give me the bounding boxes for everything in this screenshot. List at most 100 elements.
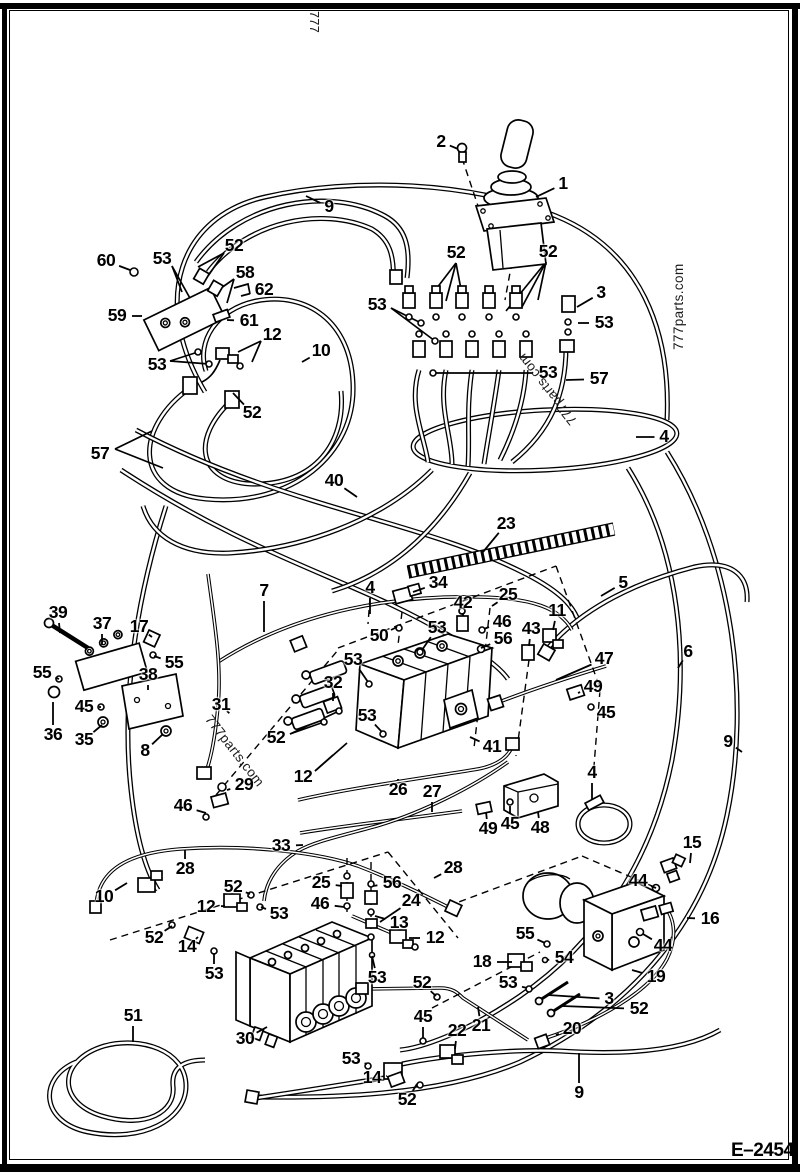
callout-50: 50 bbox=[369, 624, 389, 645]
dashed-construction-lines bbox=[109, 157, 653, 1009]
callout-53: 53 bbox=[367, 293, 387, 314]
callout-45: 45 bbox=[596, 701, 616, 722]
callout-53: 53 bbox=[341, 1047, 361, 1068]
callout-40: 40 bbox=[324, 469, 344, 490]
callout-22: 22 bbox=[447, 1019, 467, 1040]
callout-59: 59 bbox=[107, 304, 127, 325]
callout-53: 53 bbox=[269, 902, 289, 923]
bottom-left-fittings bbox=[89, 870, 264, 955]
border-left bbox=[2, 3, 7, 1170]
callout-23: 23 bbox=[496, 512, 516, 533]
plate-id: E–2454 bbox=[731, 1140, 794, 1161]
callout-12: 12 bbox=[425, 926, 445, 947]
callout-11: 11 bbox=[548, 599, 566, 620]
callout-53: 53 bbox=[538, 361, 558, 382]
callout-4: 4 bbox=[587, 761, 597, 782]
callout-45: 45 bbox=[500, 812, 520, 833]
callout-52: 52 bbox=[144, 926, 164, 947]
callout-12: 12 bbox=[262, 323, 282, 344]
callout-17: 17 bbox=[129, 615, 149, 636]
callout-30: 30 bbox=[235, 1027, 255, 1048]
callout-32: 32 bbox=[323, 671, 343, 692]
callout-7: 7 bbox=[259, 579, 269, 600]
border-top bbox=[0, 3, 800, 9]
callout-53: 53 bbox=[357, 704, 377, 725]
callout-35: 35 bbox=[74, 728, 94, 749]
callout-47: 47 bbox=[594, 647, 614, 668]
callout-53: 53 bbox=[427, 616, 447, 637]
callout-52: 52 bbox=[538, 240, 558, 261]
callout-1: 1 bbox=[558, 172, 568, 193]
callout-14: 14 bbox=[177, 935, 197, 956]
callout-53: 53 bbox=[594, 311, 614, 332]
callout-15: 15 bbox=[682, 831, 702, 852]
callout-49: 49 bbox=[478, 817, 498, 838]
callout-21: 21 bbox=[471, 1014, 491, 1035]
callout-57: 57 bbox=[589, 367, 609, 388]
callout-20: 20 bbox=[562, 1017, 582, 1038]
callout-60: 60 bbox=[96, 249, 116, 270]
inner-frame bbox=[9, 10, 789, 1160]
callout-34: 34 bbox=[428, 571, 448, 592]
callout-9: 9 bbox=[574, 1081, 584, 1102]
callout-52: 52 bbox=[629, 997, 649, 1018]
callout-14: 14 bbox=[362, 1066, 382, 1087]
callout-52: 52 bbox=[242, 401, 262, 422]
border-bottom bbox=[0, 1164, 800, 1172]
callout-25: 25 bbox=[311, 871, 331, 892]
callout-48: 48 bbox=[530, 816, 550, 837]
callout-53: 53 bbox=[343, 648, 363, 669]
callout-55: 55 bbox=[32, 661, 52, 682]
callout-42: 42 bbox=[453, 591, 473, 612]
callout-8: 8 bbox=[140, 739, 150, 760]
callout-4: 4 bbox=[659, 425, 669, 446]
callout-4: 4 bbox=[365, 576, 375, 597]
watermark-top: 777 bbox=[307, 11, 321, 34]
callout-41: 41 bbox=[482, 735, 502, 756]
callout-53: 53 bbox=[204, 962, 224, 983]
center-small-fittings bbox=[196, 582, 595, 821]
callout-24: 24 bbox=[401, 889, 421, 910]
callout-12: 12 bbox=[196, 895, 216, 916]
callout-39: 39 bbox=[48, 601, 68, 622]
callout-52: 52 bbox=[266, 726, 286, 747]
callout-29: 29 bbox=[234, 773, 254, 794]
callout-56: 56 bbox=[493, 627, 513, 648]
joystick-fittings bbox=[389, 269, 576, 377]
spring-guard-hose bbox=[406, 522, 616, 579]
border-right bbox=[792, 3, 798, 1170]
callout-53: 53 bbox=[498, 971, 518, 992]
callout-58: 58 bbox=[235, 261, 255, 282]
callout-27: 27 bbox=[422, 780, 442, 801]
center-control-valve bbox=[283, 633, 495, 750]
callout-46: 46 bbox=[492, 610, 512, 631]
callout-19: 19 bbox=[646, 965, 666, 986]
callout-10: 10 bbox=[94, 885, 114, 906]
joystick-assembly bbox=[456, 119, 556, 271]
callout-55: 55 bbox=[164, 651, 184, 672]
callout-46: 46 bbox=[310, 892, 330, 913]
callout-62: 62 bbox=[254, 278, 274, 299]
callout-26: 26 bbox=[388, 778, 408, 799]
callout-38: 38 bbox=[138, 663, 158, 684]
watermark-right: 777parts.com bbox=[671, 263, 686, 350]
block-48-and-clamp bbox=[475, 773, 633, 846]
accumulator-manifold bbox=[507, 853, 687, 1018]
callout-37: 37 bbox=[92, 612, 112, 633]
fan-leader-lines bbox=[114, 252, 547, 772]
callout-3: 3 bbox=[596, 281, 606, 302]
callout-9: 9 bbox=[723, 730, 733, 751]
upper-left-valve bbox=[142, 267, 251, 409]
callout-61: 61 bbox=[239, 309, 259, 330]
callout-44: 44 bbox=[628, 869, 648, 890]
callout-51: 51 bbox=[123, 1004, 143, 1025]
callout-25: 25 bbox=[498, 583, 518, 604]
callout-10: 10 bbox=[311, 339, 331, 360]
callout-53: 53 bbox=[152, 247, 172, 268]
callout-53: 53 bbox=[147, 353, 167, 374]
callout-36: 36 bbox=[43, 723, 63, 744]
callout-57: 57 bbox=[90, 442, 110, 463]
callout-33: 33 bbox=[271, 834, 291, 855]
